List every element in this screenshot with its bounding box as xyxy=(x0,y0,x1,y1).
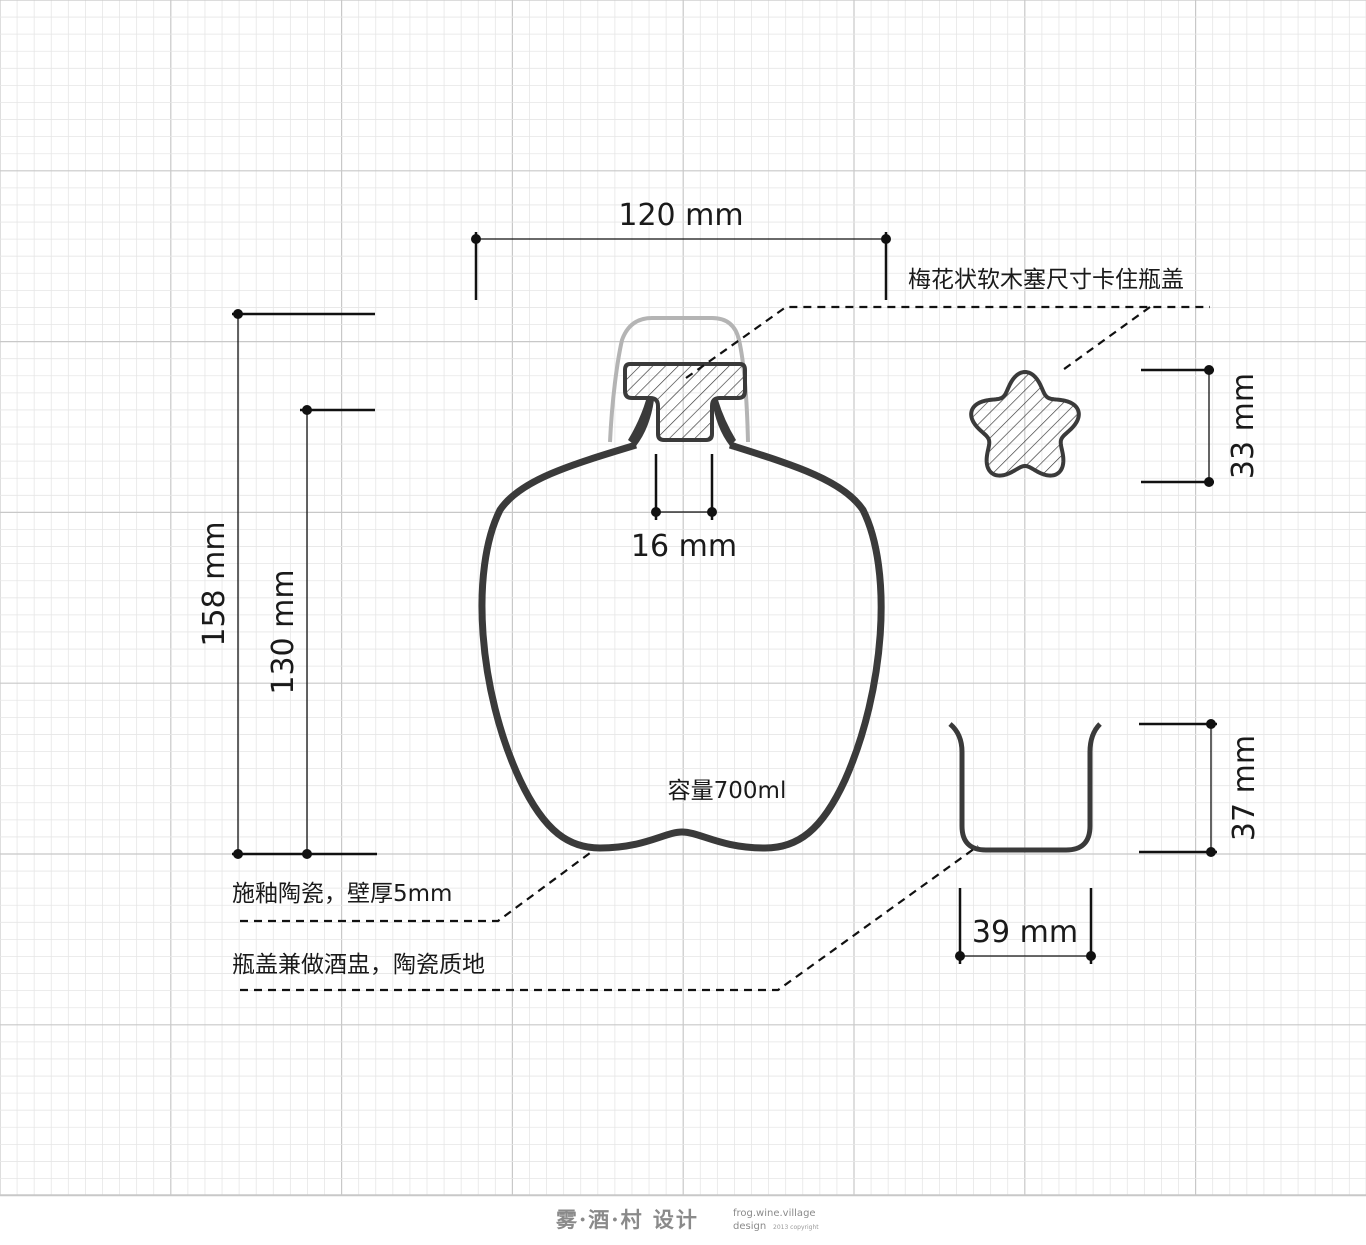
flower-cork-top-view xyxy=(969,369,1081,478)
dimension-neck-width xyxy=(651,454,717,520)
footer-brand-cn: 雾·酒·村 设计 xyxy=(556,1207,699,1232)
flower-cork-shape xyxy=(969,369,1081,478)
label-bottle-width: 120 mm xyxy=(618,198,743,233)
leader-cork xyxy=(685,305,1210,379)
bottle-neck-right xyxy=(712,400,736,446)
label-cork-height: 33 mm xyxy=(1226,373,1261,479)
bottle-body xyxy=(478,441,885,852)
grid-background xyxy=(0,0,1366,1197)
label-cup-width: 39 mm xyxy=(972,915,1078,950)
label-capacity: 容量700ml xyxy=(668,778,787,804)
label-cork-note: 梅花状软木塞尺寸卡住瓶盖 xyxy=(908,267,1184,293)
dimension-bottle-height-total xyxy=(232,309,377,859)
leader-cap xyxy=(240,845,979,992)
footer-brand-en: frog.wine.village xyxy=(733,1208,816,1219)
bottle-drawing xyxy=(478,316,885,852)
label-cap-note: 瓶盖兼做酒盅，陶瓷质地 xyxy=(232,952,485,978)
cup-cross-section xyxy=(948,722,1102,853)
bottle-neck-left xyxy=(628,400,654,446)
cork-plug xyxy=(623,362,747,442)
dimension-cork-height xyxy=(1141,365,1214,487)
footer-copyright: 2013 copyright xyxy=(773,1224,819,1231)
label-bottle-height-body: 130 mm xyxy=(266,569,301,694)
dimension-cup-height xyxy=(1139,719,1217,857)
dimension-bottle-width xyxy=(471,232,891,300)
label-cup-height: 37 mm xyxy=(1227,735,1262,841)
leader-glaze xyxy=(240,849,595,923)
dimension-cup-width xyxy=(955,888,1096,964)
footer-design: design xyxy=(733,1221,766,1232)
label-glaze-note: 施釉陶瓷，壁厚5mm xyxy=(232,881,452,907)
footer-logo: 雾·酒·村 设计 frog.wine.village design 2013 c… xyxy=(556,1207,819,1232)
dimension-bottle-height-body xyxy=(300,405,375,859)
label-bottle-height-total: 158 mm xyxy=(197,521,232,646)
label-neck-width: 16 mm xyxy=(631,529,737,564)
